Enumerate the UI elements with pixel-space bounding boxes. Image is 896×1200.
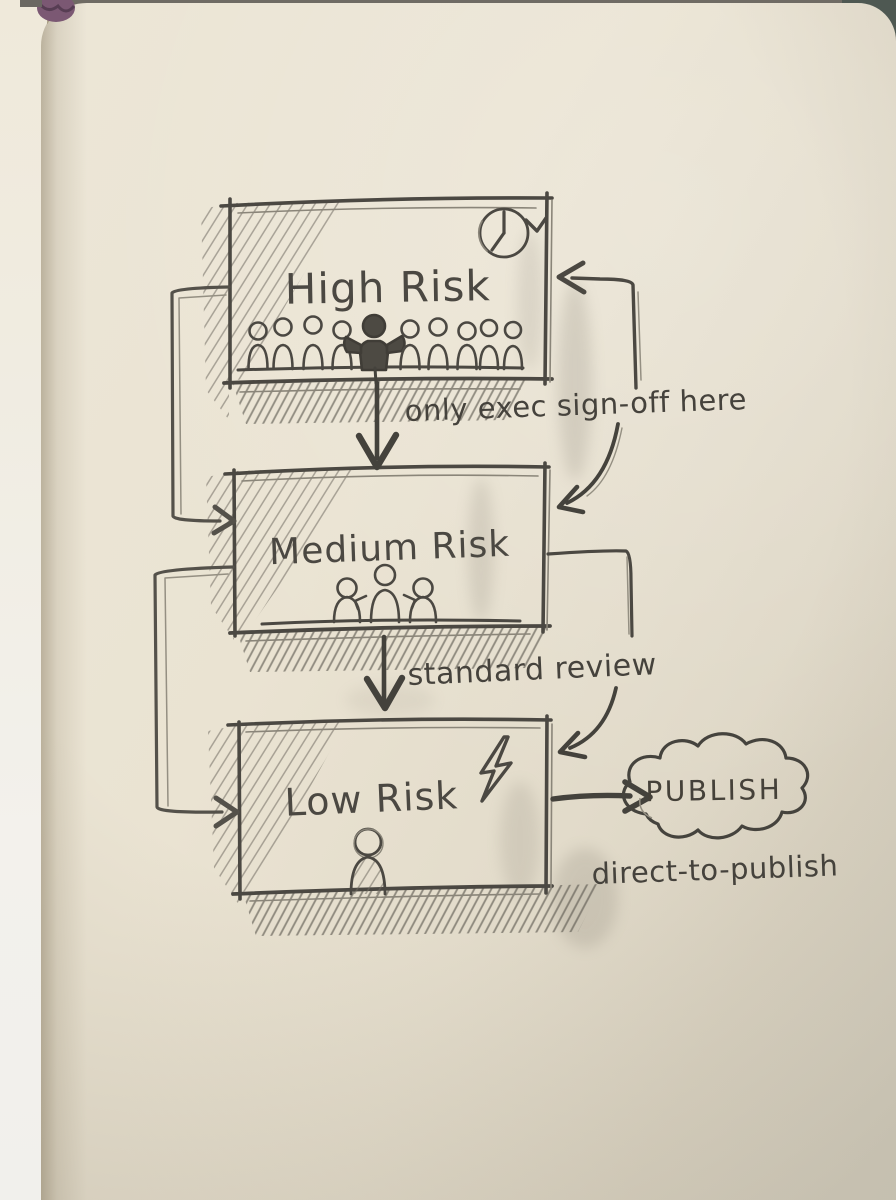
person-icon xyxy=(353,563,417,624)
box-border xyxy=(228,624,552,635)
high-risk-box: High Risk xyxy=(201,191,554,424)
person-icon xyxy=(502,320,524,371)
right-elbow-medium xyxy=(546,549,634,638)
box-border xyxy=(222,376,554,385)
person-icon xyxy=(247,321,269,371)
hatch-shading xyxy=(208,725,239,905)
hatch-shading xyxy=(236,467,362,631)
left-loop-medium-to-low xyxy=(153,565,240,829)
box-border xyxy=(544,714,549,895)
arrow-low-to-publish xyxy=(550,779,653,814)
low-risk-box: Low Risk xyxy=(208,714,602,936)
arrow-medium-to-low xyxy=(363,634,406,712)
box-title: Low Risk xyxy=(284,773,459,825)
arrow-high-to-medium xyxy=(355,366,400,471)
person-icon xyxy=(332,577,362,624)
lightning-icon xyxy=(479,735,513,803)
bookmark-elastic-icon xyxy=(20,0,76,22)
person-icon xyxy=(331,320,353,371)
left-loop-high-to-medium xyxy=(170,285,237,536)
curved-arrow-to-medium xyxy=(556,422,623,515)
right-return-arrow-high xyxy=(556,260,642,390)
hatch-shading xyxy=(231,201,346,381)
hatch-shading xyxy=(238,625,548,672)
clock-pending-icon xyxy=(477,207,548,259)
medium-risk-box: Medium Risk xyxy=(206,461,552,672)
person-icon xyxy=(302,315,324,371)
person-icon xyxy=(456,321,478,371)
exec-person-icon xyxy=(342,313,406,372)
hatch-shading xyxy=(243,884,602,936)
hatch-shading xyxy=(201,204,229,420)
annotation-direct-to-publish: direct-to-publish xyxy=(591,848,839,891)
page-vignette xyxy=(41,3,896,1200)
box-border xyxy=(219,196,554,208)
person-icon xyxy=(399,319,421,371)
person-icon xyxy=(349,827,387,896)
box-border xyxy=(237,720,242,901)
box-border xyxy=(223,464,551,476)
person-icon xyxy=(478,318,500,371)
cloud-label: PUBLISH xyxy=(645,773,782,808)
people-row xyxy=(247,313,524,372)
box-title: High Risk xyxy=(284,261,491,314)
cloud-outline xyxy=(622,732,810,840)
box-border xyxy=(232,468,237,638)
gutter-shadow xyxy=(41,0,87,1200)
box-border xyxy=(231,884,554,896)
people-group xyxy=(332,563,438,624)
people-shelf-line xyxy=(260,618,522,626)
box-border xyxy=(541,461,547,634)
hatch-shading xyxy=(206,472,234,640)
person-icon xyxy=(408,577,438,624)
box-border xyxy=(226,717,553,727)
person-icon xyxy=(272,317,294,371)
notebook-page xyxy=(41,3,896,1200)
curved-arrow-to-low xyxy=(557,686,618,760)
hatch-shading xyxy=(241,719,348,892)
box-border xyxy=(543,191,549,386)
person-icon xyxy=(427,317,449,371)
publish-cloud: PUBLISH xyxy=(622,732,810,840)
